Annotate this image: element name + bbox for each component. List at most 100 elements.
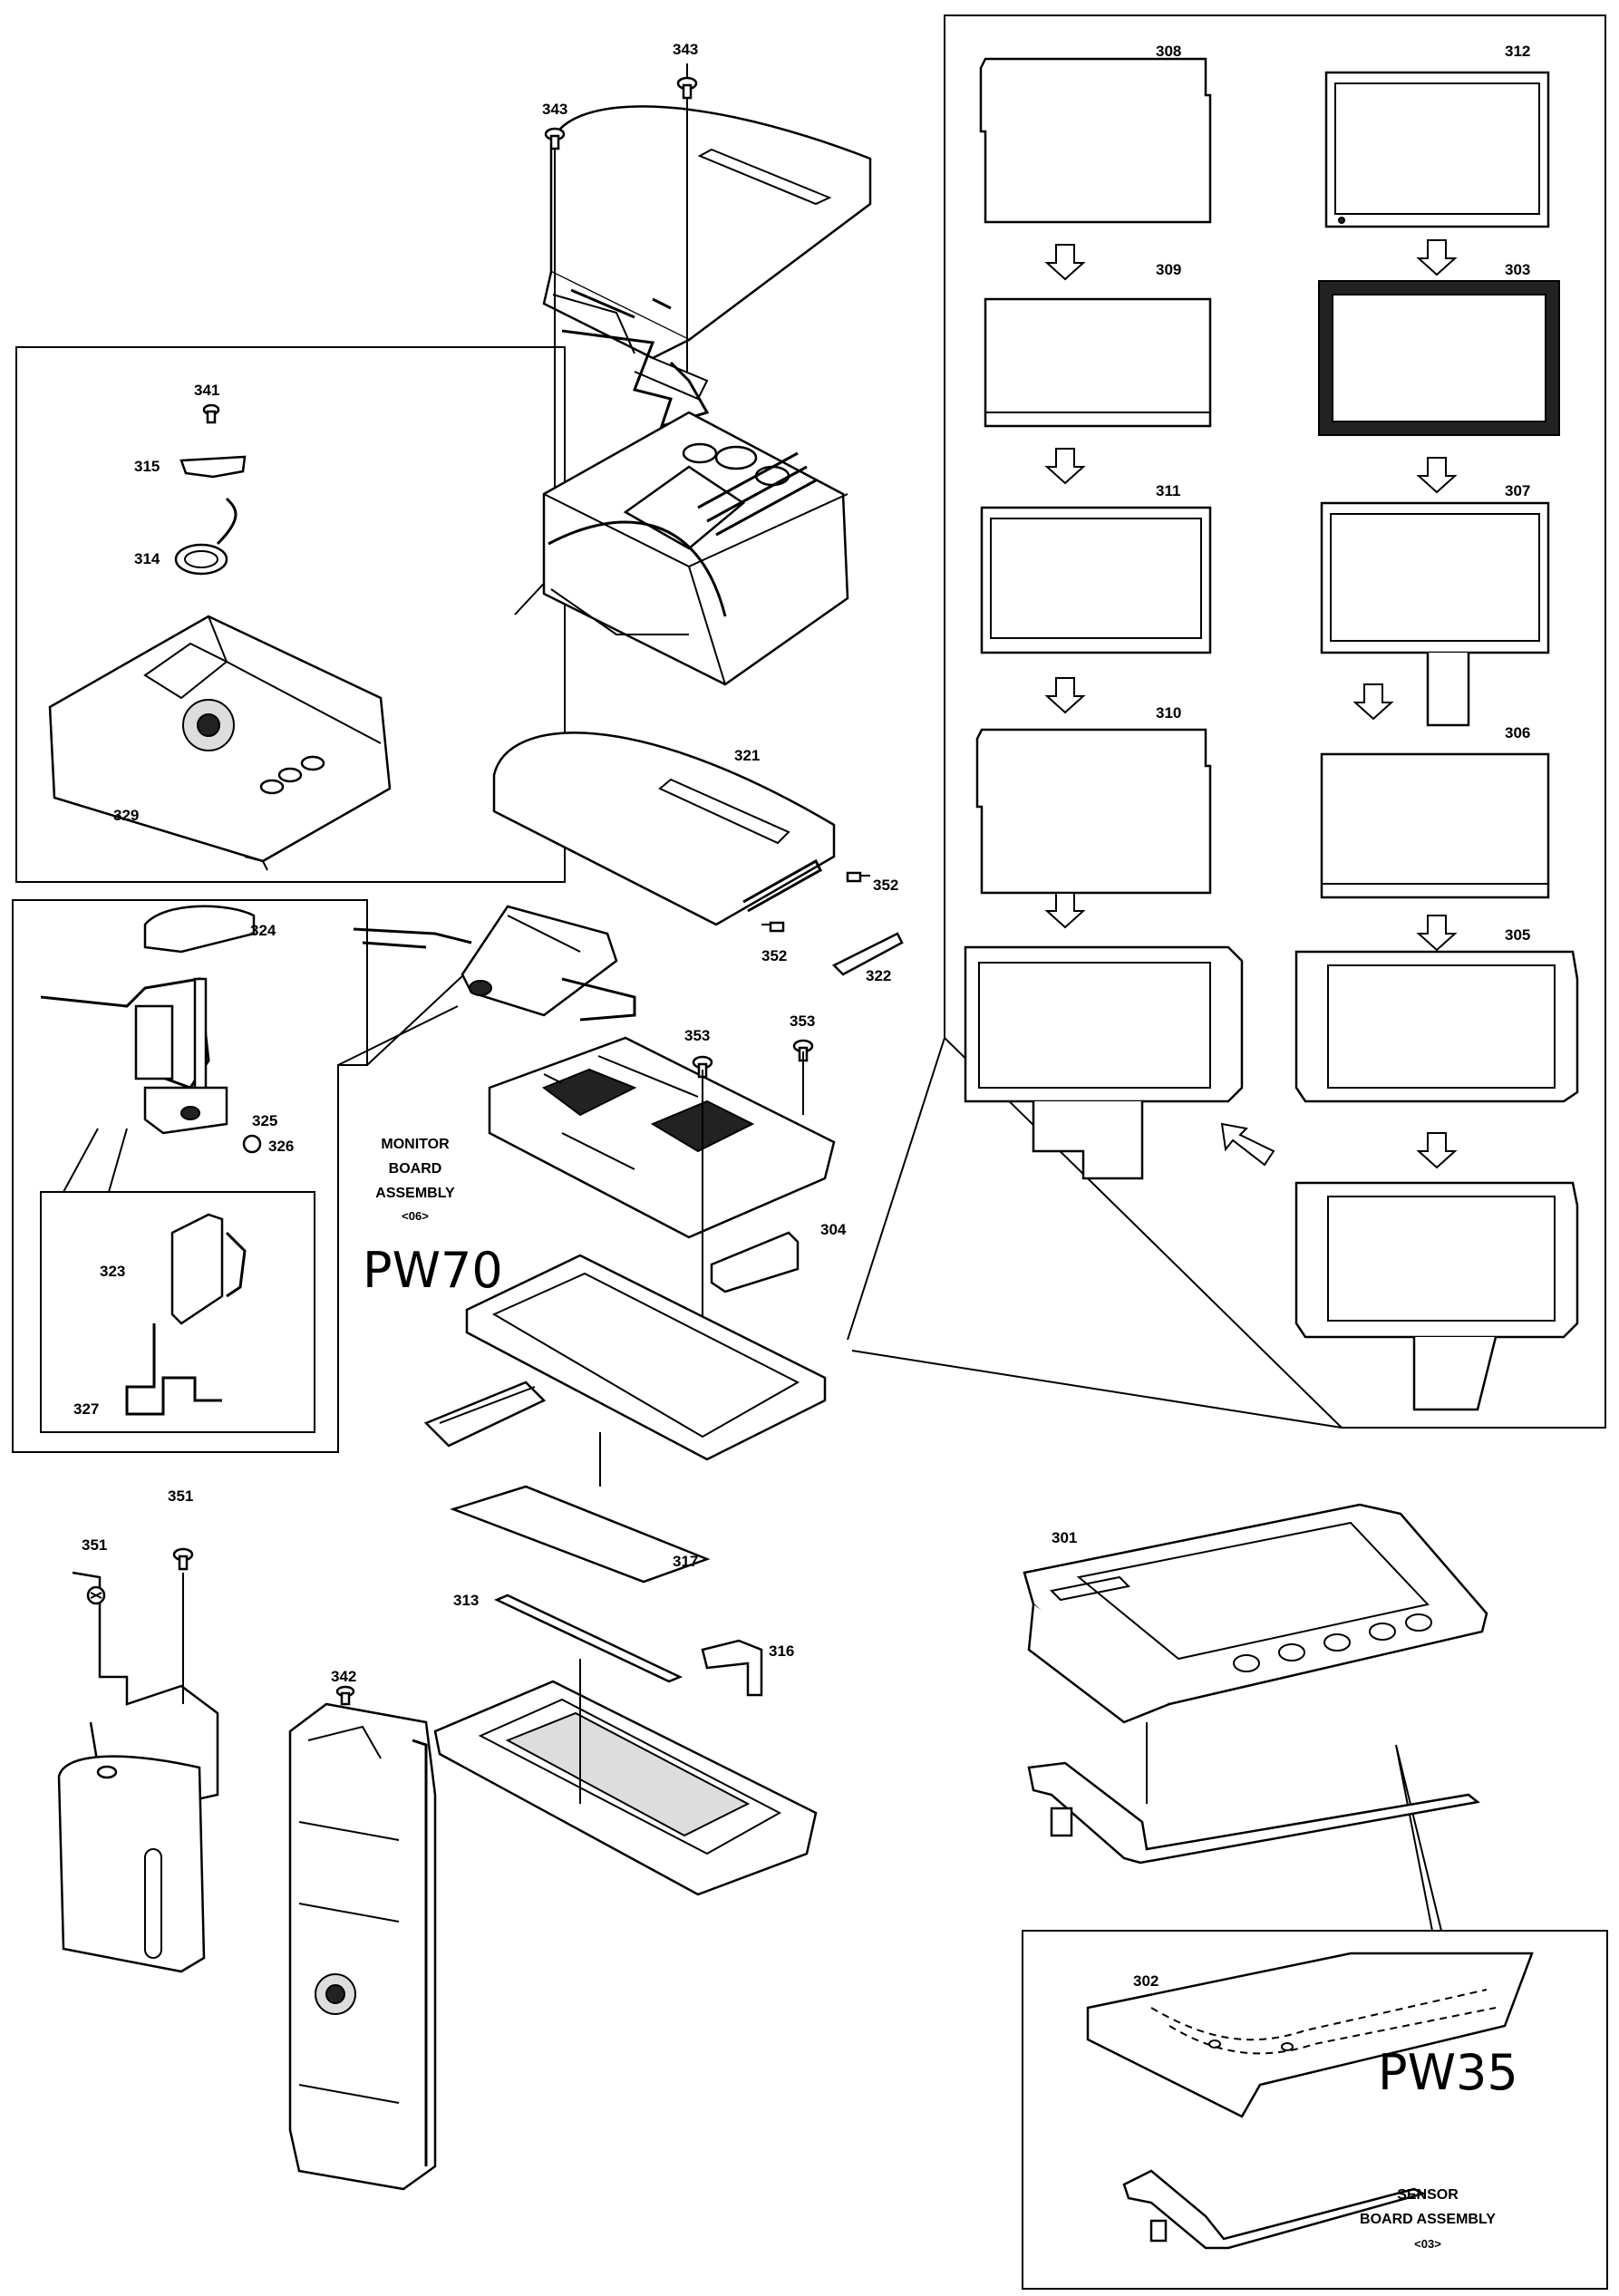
callout-329: 329 (113, 807, 139, 824)
leader-323 (63, 1128, 128, 1193)
monitor-chassis-frame (542, 411, 849, 686)
screw-342 (335, 1685, 355, 1706)
callout-326: 326 (268, 1138, 294, 1155)
callout-321: 321 (734, 747, 760, 764)
caption-code: <03> (1414, 2237, 1441, 2251)
side-body (288, 1702, 437, 2191)
sensor-flex-cable (1122, 2169, 1427, 2250)
screw-351b (172, 1547, 194, 1571)
lower-rear-cover (57, 1755, 206, 1973)
lcd-module-assembled (964, 945, 1244, 1180)
chassis-329 (48, 615, 392, 871)
callout-312: 312 (1505, 43, 1530, 60)
callout-353: 353 (790, 1012, 815, 1030)
hinge-frame (40, 977, 210, 1099)
callout-301: 301 (1052, 1529, 1077, 1546)
monitor-board (488, 1036, 836, 1239)
lcd-unit-final (1294, 1181, 1579, 1411)
callout-353: 353 (684, 1027, 710, 1044)
assembly-axis (579, 1432, 601, 1804)
arrows (1044, 239, 1458, 1169)
inset-box-329 (15, 346, 566, 883)
caption-line: ASSEMBLY (375, 1186, 455, 1201)
frame-303 (1318, 280, 1560, 436)
speaker-314 (174, 497, 238, 576)
touch-panel-307 (1320, 501, 1550, 727)
bezel-306 (1320, 752, 1550, 899)
caption-code: <06> (402, 1209, 429, 1223)
callout-311: 311 (1156, 482, 1180, 499)
callout-313: 313 (453, 1592, 479, 1609)
monitor-rear-cover (542, 105, 872, 401)
callout-327: 327 (73, 1400, 99, 1418)
callout-314: 314 (134, 550, 160, 567)
callout-351: 351 (168, 1487, 193, 1505)
lcd-frame (423, 1254, 827, 1461)
callout-351: 351 (82, 1536, 107, 1554)
callout-306: 306 (1505, 724, 1530, 741)
caption-line: MONITOR (381, 1137, 450, 1152)
handwritten-note-pw70: PW70 (363, 1242, 503, 1299)
leader-lcd (847, 1037, 1343, 1429)
sheet-317 (450, 1485, 711, 1584)
sensor-board-302 (1086, 1952, 1534, 2118)
flex-316 (701, 1639, 763, 1697)
callout-341: 341 (194, 382, 219, 399)
collar-326 (242, 1134, 262, 1154)
callout-317: 317 (673, 1553, 698, 1570)
bezel-312 (1324, 71, 1550, 228)
callout-316: 316 (769, 1642, 794, 1660)
frame-305 (1294, 950, 1579, 1103)
screw-343b (676, 76, 698, 100)
sheet-309 (984, 297, 1212, 428)
caption-line: BOARD (389, 1161, 442, 1177)
hinge-323 (170, 1213, 247, 1325)
sensor-board-assembly-caption: SENSOR BOARD ASSEMBLY <03> (1360, 2187, 1496, 2251)
sheet-308 (979, 57, 1212, 224)
sheet-310 (975, 728, 1212, 895)
callout-315: 315 (134, 458, 160, 475)
cover-324 (143, 905, 256, 954)
inset-box-lcd (944, 15, 1606, 1429)
callout-305: 305 (1505, 926, 1530, 944)
handwritten-note-pw35: PW35 (1378, 2044, 1518, 2101)
callout-304: 304 (820, 1221, 847, 1238)
bracket-315 (179, 455, 247, 479)
inset-box-323 (40, 1191, 315, 1433)
monitor-board-assembly-caption: MONITOR BOARD ASSEMBLY <06> (375, 1137, 455, 1223)
callout-302: 302 (1133, 1972, 1159, 1990)
callout-352: 352 (761, 947, 787, 964)
leader-hinge (337, 974, 465, 1066)
callout-343: 343 (542, 101, 567, 118)
flex-cable-top (561, 329, 710, 429)
callout-322: 322 (866, 967, 891, 984)
caption-line: BOARD ASSEMBLY (1360, 2212, 1496, 2227)
front-panel-301 (1023, 1503, 1488, 1724)
callout-342: 342 (331, 1668, 356, 1685)
sensor-flex (1027, 1761, 1480, 1865)
callout-310: 310 (1156, 704, 1181, 722)
callout-343: 343 (673, 41, 698, 58)
caption-line: SENSOR (1397, 2187, 1459, 2203)
screw-341 (202, 403, 220, 424)
callout-324: 324 (250, 922, 276, 939)
callout-307: 307 (1505, 482, 1530, 499)
cap-322 (831, 932, 904, 976)
screw-352a (846, 871, 870, 883)
callout-325: 325 (252, 1112, 277, 1129)
screw-343a (544, 127, 566, 150)
callout-303: 303 (1505, 261, 1530, 278)
hinge-325 (143, 1086, 228, 1135)
flex-327 (125, 1323, 222, 1416)
callout-309: 309 (1156, 261, 1181, 278)
front-bezel (433, 1680, 818, 1896)
callout-308: 308 (1156, 43, 1181, 60)
screw-352b (761, 921, 785, 933)
callout-352: 352 (873, 877, 898, 894)
inset-box-sensor (1022, 1930, 1608, 2290)
lcd-311 (980, 506, 1212, 654)
sheet-313 (493, 1594, 683, 1683)
leader-sensor (1395, 1744, 1442, 1932)
bracket-304 (710, 1231, 800, 1293)
